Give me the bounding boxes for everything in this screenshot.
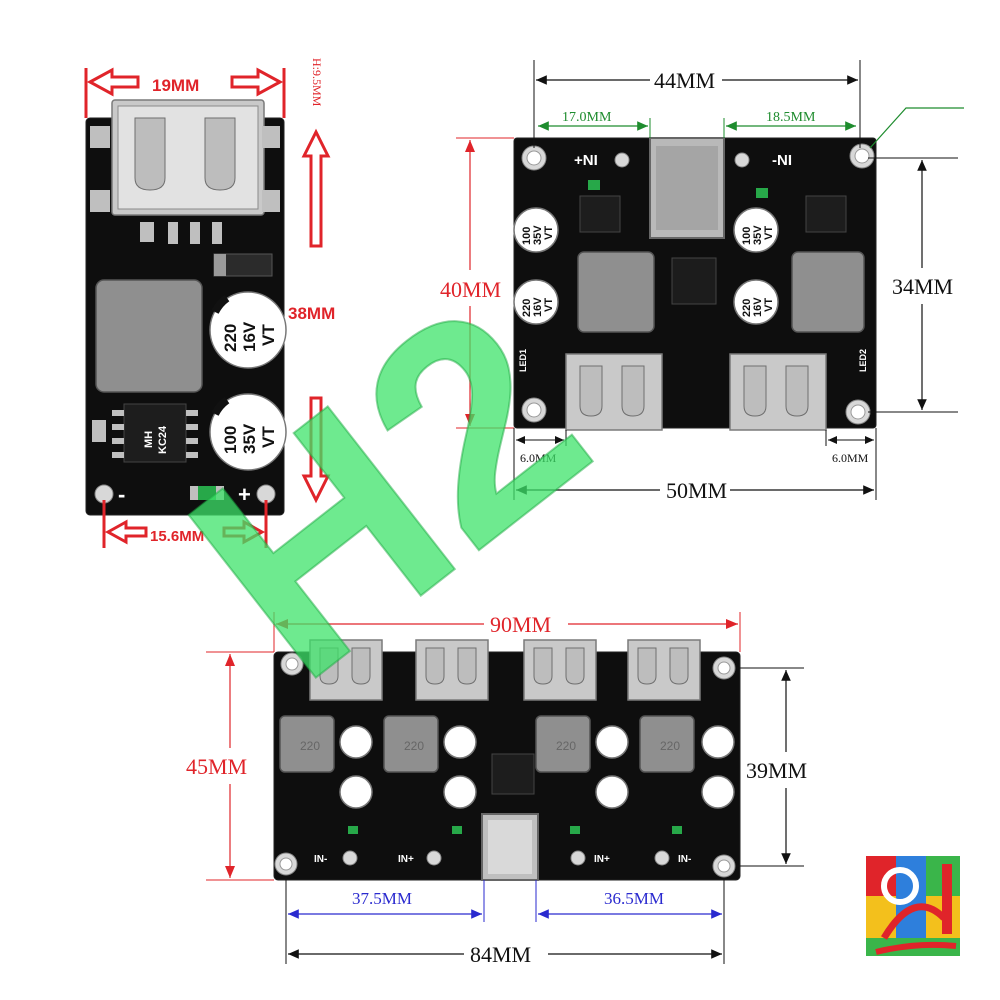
right-bottom-right-label: 6.0MM [832,451,869,465]
svg-text:IN+: IN+ [594,854,610,865]
right-capacitor-220-left: 220 16V VT [513,279,559,325]
svg-text:VT: VT [543,298,555,312]
right-capacitor-100-right: 100 35V VT [733,207,779,253]
bottom-usb-port-2 [415,639,489,701]
bottom-capacitors [339,725,735,809]
left-inductor [95,279,203,393]
left-capacitor-220: 220 16V VT [209,291,287,369]
right-hole-spacing-label: 34MM [892,274,953,299]
svg-text:VT: VT [259,324,278,346]
svg-text:VT: VT [763,298,775,312]
svg-text:LED1: LED1 [518,349,528,372]
svg-text:-: - [118,482,125,507]
svg-text:220: 220 [221,324,240,352]
left-led [198,486,216,500]
bottom-usb-port-4 [627,639,701,701]
svg-text:LED2: LED2 [858,349,868,372]
svg-text:220: 220 [300,739,320,753]
right-capacitor-100-left: 100 35V VT [513,207,559,253]
right-left-inner-label: 17.0MM [562,110,612,125]
bottom-height-label: 45MM [186,754,247,779]
svg-text:VT: VT [259,426,278,448]
svg-text:16V: 16V [532,297,544,317]
svg-text:35V: 35V [752,225,764,245]
svg-text:100: 100 [221,426,240,454]
svg-text:MH: MH [143,431,155,448]
bottom-board-group: 220 220 220 220 IN- IN+ IN+ [186,612,807,967]
svg-text:VT: VT [763,226,775,240]
left-width-label: 19MM [152,76,199,95]
svg-text:220: 220 [521,299,533,317]
svg-text:220: 220 [556,739,576,753]
brand-logo [866,856,960,956]
svg-text:220: 220 [660,739,680,753]
right-bottom-left-label: 6.0MM [520,451,557,465]
left-board-group: 220 16V VT 100 35V VT MH KC24 - [84,58,335,548]
svg-text:IN-: IN- [678,854,691,865]
svg-text:IN-: IN- [314,854,327,865]
bottom-right-inner-label: 36.5MM [604,889,664,908]
left-usb-height-label: H:9.5MM [310,58,324,107]
left-height-label: 38MM [288,304,335,323]
svg-text:IN+: IN+ [398,854,414,865]
svg-text:220: 220 [404,739,424,753]
right-usb-port-left [565,353,663,431]
left-capacitor-100: 100 35V VT [209,393,287,471]
right-width-top-label: 44MM [654,68,715,93]
right-height-label: 40MM [440,277,501,302]
svg-text:100: 100 [741,227,753,245]
svg-text:35V: 35V [532,225,544,245]
right-usb-port-right [729,353,827,431]
svg-text:+: + [238,482,251,507]
bottom-hole-spacing-label: 39MM [746,758,807,783]
svg-text:16V: 16V [240,321,259,352]
svg-text:100: 100 [521,227,533,245]
svg-text:VT: VT [543,226,555,240]
bottom-left-inner-label: 37.5MM [352,889,412,908]
right-right-inner-label: 18.5MM [766,110,816,125]
svg-text:-NI: -NI [772,152,792,169]
svg-text:35V: 35V [240,423,259,454]
svg-text:220: 220 [741,299,753,317]
bottom-inductors: 220 220 220 220 [279,715,695,773]
right-width-bottom-label: 50MM [666,478,727,503]
bottom-hole-width-label: 84MM [470,942,531,967]
left-pin-spacing-label: 15.6MM [150,528,204,545]
svg-text:+NI: +NI [574,152,598,169]
bottom-usb-port-1 [309,639,383,701]
bottom-width-label: 90MM [490,612,551,637]
right-board-group: +NI -NI 100 35V VT 220 16V VT 100 35V VT [440,60,964,503]
svg-text:16V: 16V [752,297,764,317]
svg-text:KC24: KC24 [157,425,169,454]
left-ic-chip: MH KC24 [112,403,198,463]
left-usb-port [111,99,265,244]
right-capacitor-220-right: 220 16V VT [733,279,779,325]
bottom-usb-port-3 [523,639,597,701]
